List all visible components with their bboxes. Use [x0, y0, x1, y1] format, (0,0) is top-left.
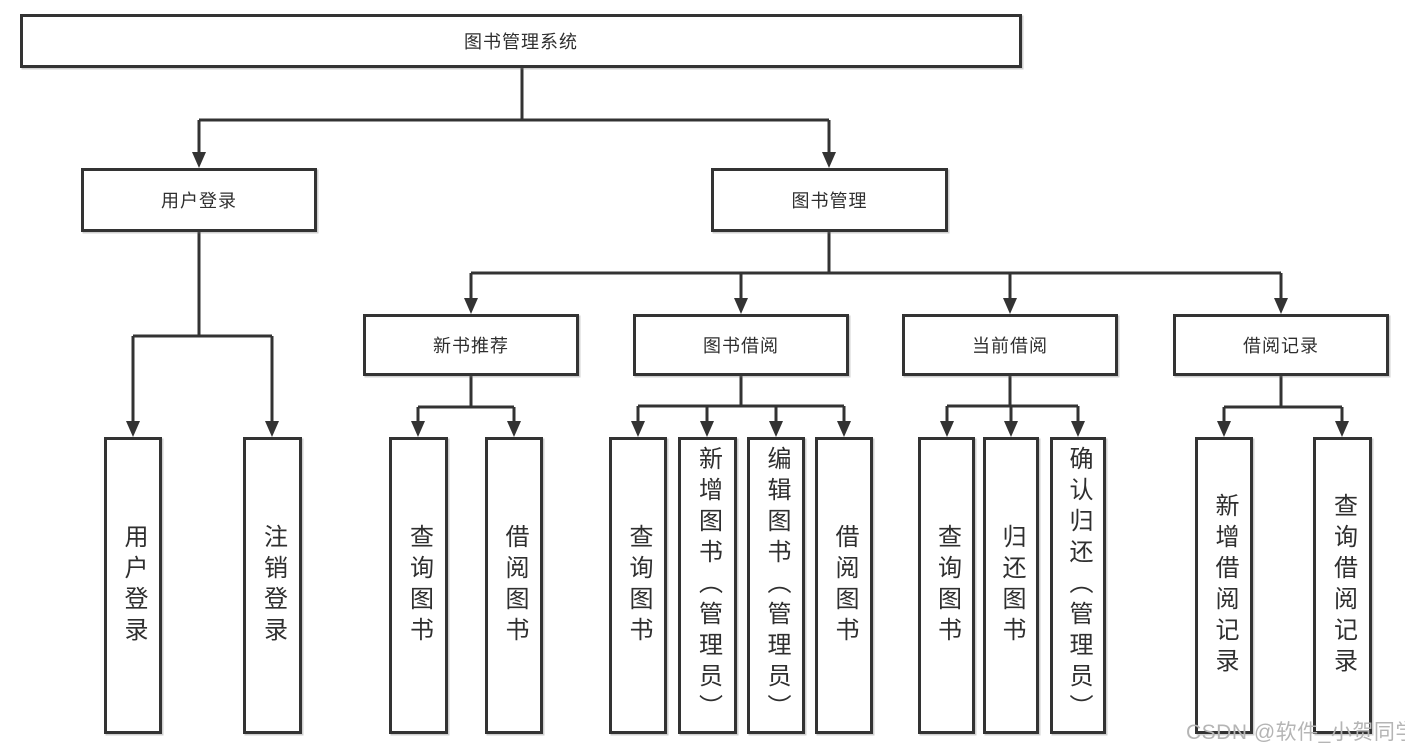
- leaf-borrow-books-rec: 借阅图书: [485, 437, 543, 734]
- leaf-borrow-books-label: 借阅图书: [831, 523, 858, 648]
- leaf-edit-books-admin: 编辑图书（管理员）: [747, 437, 805, 734]
- leaf-return-books-label: 归还图书: [998, 523, 1025, 648]
- leaf-logout: 注销登录: [243, 437, 302, 734]
- leaf-add-books-admin: 新增图书（管理员）: [678, 437, 737, 734]
- connector-root-to-level2: [192, 68, 836, 168]
- leaf-query-books-current: 查询图书: [918, 437, 975, 734]
- node-current-borrowing: 当前借阅: [902, 314, 1118, 376]
- node-borrowing-records-label: 借阅记录: [1243, 336, 1319, 356]
- leaf-user-login-label: 用户登录: [120, 523, 147, 648]
- leaf-add-borrow-record-label: 新增借阅记录: [1211, 492, 1238, 679]
- leaf-borrow-books: 借阅图书: [815, 437, 873, 734]
- connector-book-management-to-level3: [464, 232, 1288, 314]
- leaf-query-books-borrow-label: 查询图书: [625, 523, 652, 648]
- leaf-add-books-admin-label: 新增图书（管理员）: [694, 446, 722, 725]
- leaf-user-login: 用户登录: [104, 437, 162, 734]
- node-book-management-label: 图书管理: [791, 191, 868, 211]
- connector-book-borrow-to-leaves: [631, 375, 851, 437]
- node-new-book-recommendation: 新书推荐: [363, 314, 579, 376]
- csdn-watermark: CSDN @软件_小贺同学: [1186, 721, 1405, 744]
- node-library-management-system: 图书管理系统: [20, 14, 1022, 68]
- connector-new-book-rec-to-leaves: [411, 375, 521, 437]
- connector-borrow-record-to-leaves: [1217, 375, 1349, 437]
- leaf-query-books-rec-label: 查询图书: [405, 523, 433, 648]
- leaf-logout-label: 注销登录: [259, 523, 287, 648]
- connector-current-borrow-to-leaves: [940, 375, 1085, 437]
- leaf-borrow-books-rec-label: 借阅图书: [501, 523, 528, 648]
- leaf-query-borrow-record-label: 查询借阅记录: [1329, 492, 1357, 679]
- node-book-borrowing-label: 图书借阅: [703, 336, 779, 356]
- leaf-query-books-rec: 查询图书: [389, 437, 448, 734]
- node-user-login-label: 用户登录: [161, 191, 237, 211]
- node-new-book-recommendation-label: 新书推荐: [433, 336, 509, 356]
- node-current-borrowing-label: 当前借阅: [972, 336, 1048, 356]
- leaf-return-books: 归还图书: [983, 437, 1039, 734]
- node-library-management-system-label: 图书管理系统: [464, 32, 578, 52]
- leaf-confirm-return-admin: 确认归还（管理员）: [1050, 437, 1106, 734]
- leaf-edit-books-admin-label: 编辑图书（管理员）: [763, 446, 790, 725]
- leaf-add-borrow-record: 新增借阅记录: [1195, 437, 1253, 734]
- node-user-login: 用户登录: [81, 168, 317, 232]
- leaf-confirm-return-admin-label: 确认归还（管理员）: [1065, 446, 1092, 725]
- leaf-query-borrow-record: 查询借阅记录: [1313, 437, 1372, 734]
- leaf-query-books-current-label: 查询图书: [933, 523, 961, 648]
- leaf-query-books-borrow: 查询图书: [609, 437, 667, 734]
- node-book-borrowing: 图书借阅: [633, 314, 849, 376]
- connector-user-login-to-leaves: [126, 232, 279, 437]
- node-book-management: 图书管理: [711, 168, 948, 232]
- node-borrowing-records: 借阅记录: [1173, 314, 1389, 376]
